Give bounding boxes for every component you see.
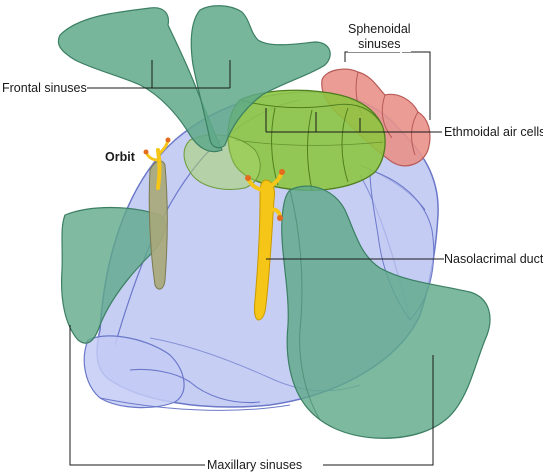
orbit-canal [148, 160, 168, 290]
leader-maxillary-sinuses [69, 325, 434, 466]
label-nasolacrimal-duct: Nasolacrimal duct [444, 252, 543, 267]
label-ethmoidal-air-cells: Ethmoidal air cells [444, 125, 543, 140]
label-maxillary-sinuses: Maxillary sinuses [207, 458, 303, 473]
label-orbit: Orbit [105, 150, 135, 164]
frontal-sinuses [57, 5, 331, 153]
label-sphenoidal-sinuses: Sphenoidal sinuses [348, 22, 411, 52]
leader-frontal-sinuses [85, 60, 231, 89]
leader-sphenoidal-sinuses [344, 51, 431, 120]
maxillary-sinuses [60, 185, 491, 439]
label-frontal-sinuses: Frontal sinuses [2, 81, 87, 96]
leader-ethmoidal-air-cells [265, 108, 442, 133]
leader-lines [69, 51, 452, 466]
orbit-duct-branch [143, 137, 171, 190]
nasolacrimal-duct [245, 169, 285, 321]
